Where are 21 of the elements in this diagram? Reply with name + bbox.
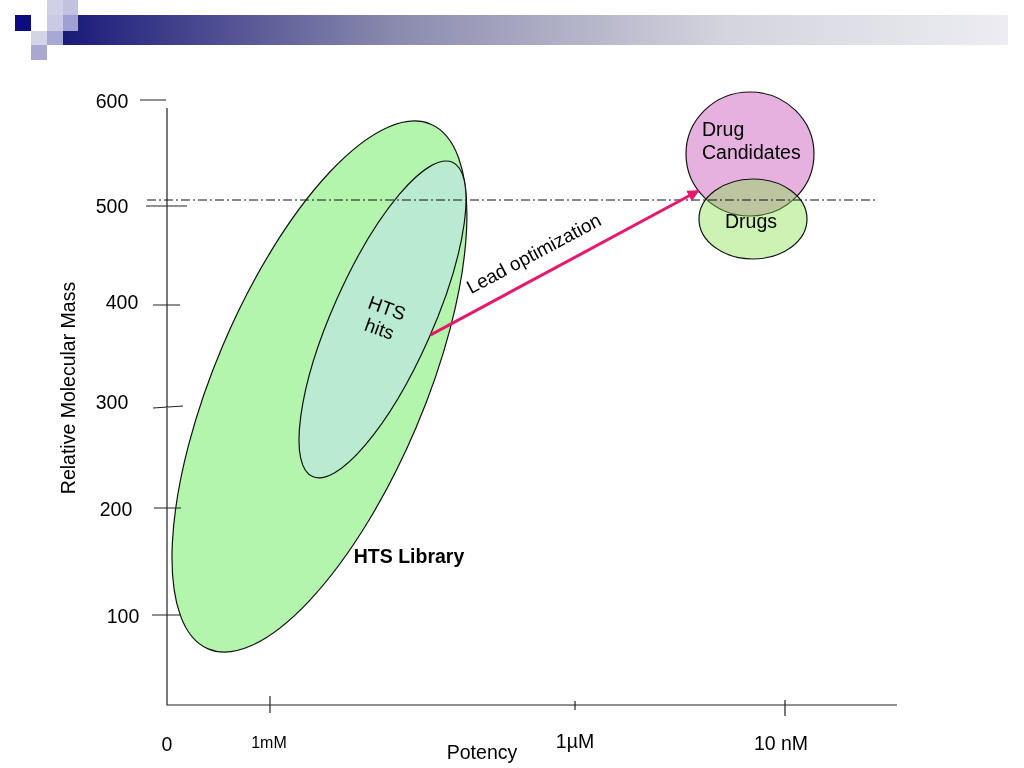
axis-title: Potency <box>446 740 518 764</box>
region-circle <box>686 92 814 216</box>
axis-tick-label: 200 <box>99 497 133 521</box>
region-ellipse <box>699 179 807 259</box>
arrow <box>430 189 700 337</box>
axis-tick-label: 500 <box>95 194 129 218</box>
axis-tick-label: 10 nM <box>753 731 809 755</box>
region-label: HTS hits <box>360 290 410 346</box>
axis-tick-label: 600 <box>95 89 129 113</box>
region-label: HTS Library <box>353 544 465 568</box>
axis-tick-label: 100 <box>106 604 140 628</box>
region-ellipse <box>299 160 467 478</box>
axis-tick-label: 400 <box>105 290 139 314</box>
axis-tick-label: 0 <box>161 732 173 756</box>
axis-tick-label: 1µM <box>555 729 595 753</box>
region-ellipse <box>171 121 467 653</box>
axis-title: Relative Molecular Mass <box>56 281 80 495</box>
region-label: Drugs <box>725 209 777 233</box>
axis-tick-label: 1mM <box>251 733 287 753</box>
axis-tick-label: 300 <box>95 390 129 414</box>
region-label: Drug Candidates <box>702 118 802 164</box>
